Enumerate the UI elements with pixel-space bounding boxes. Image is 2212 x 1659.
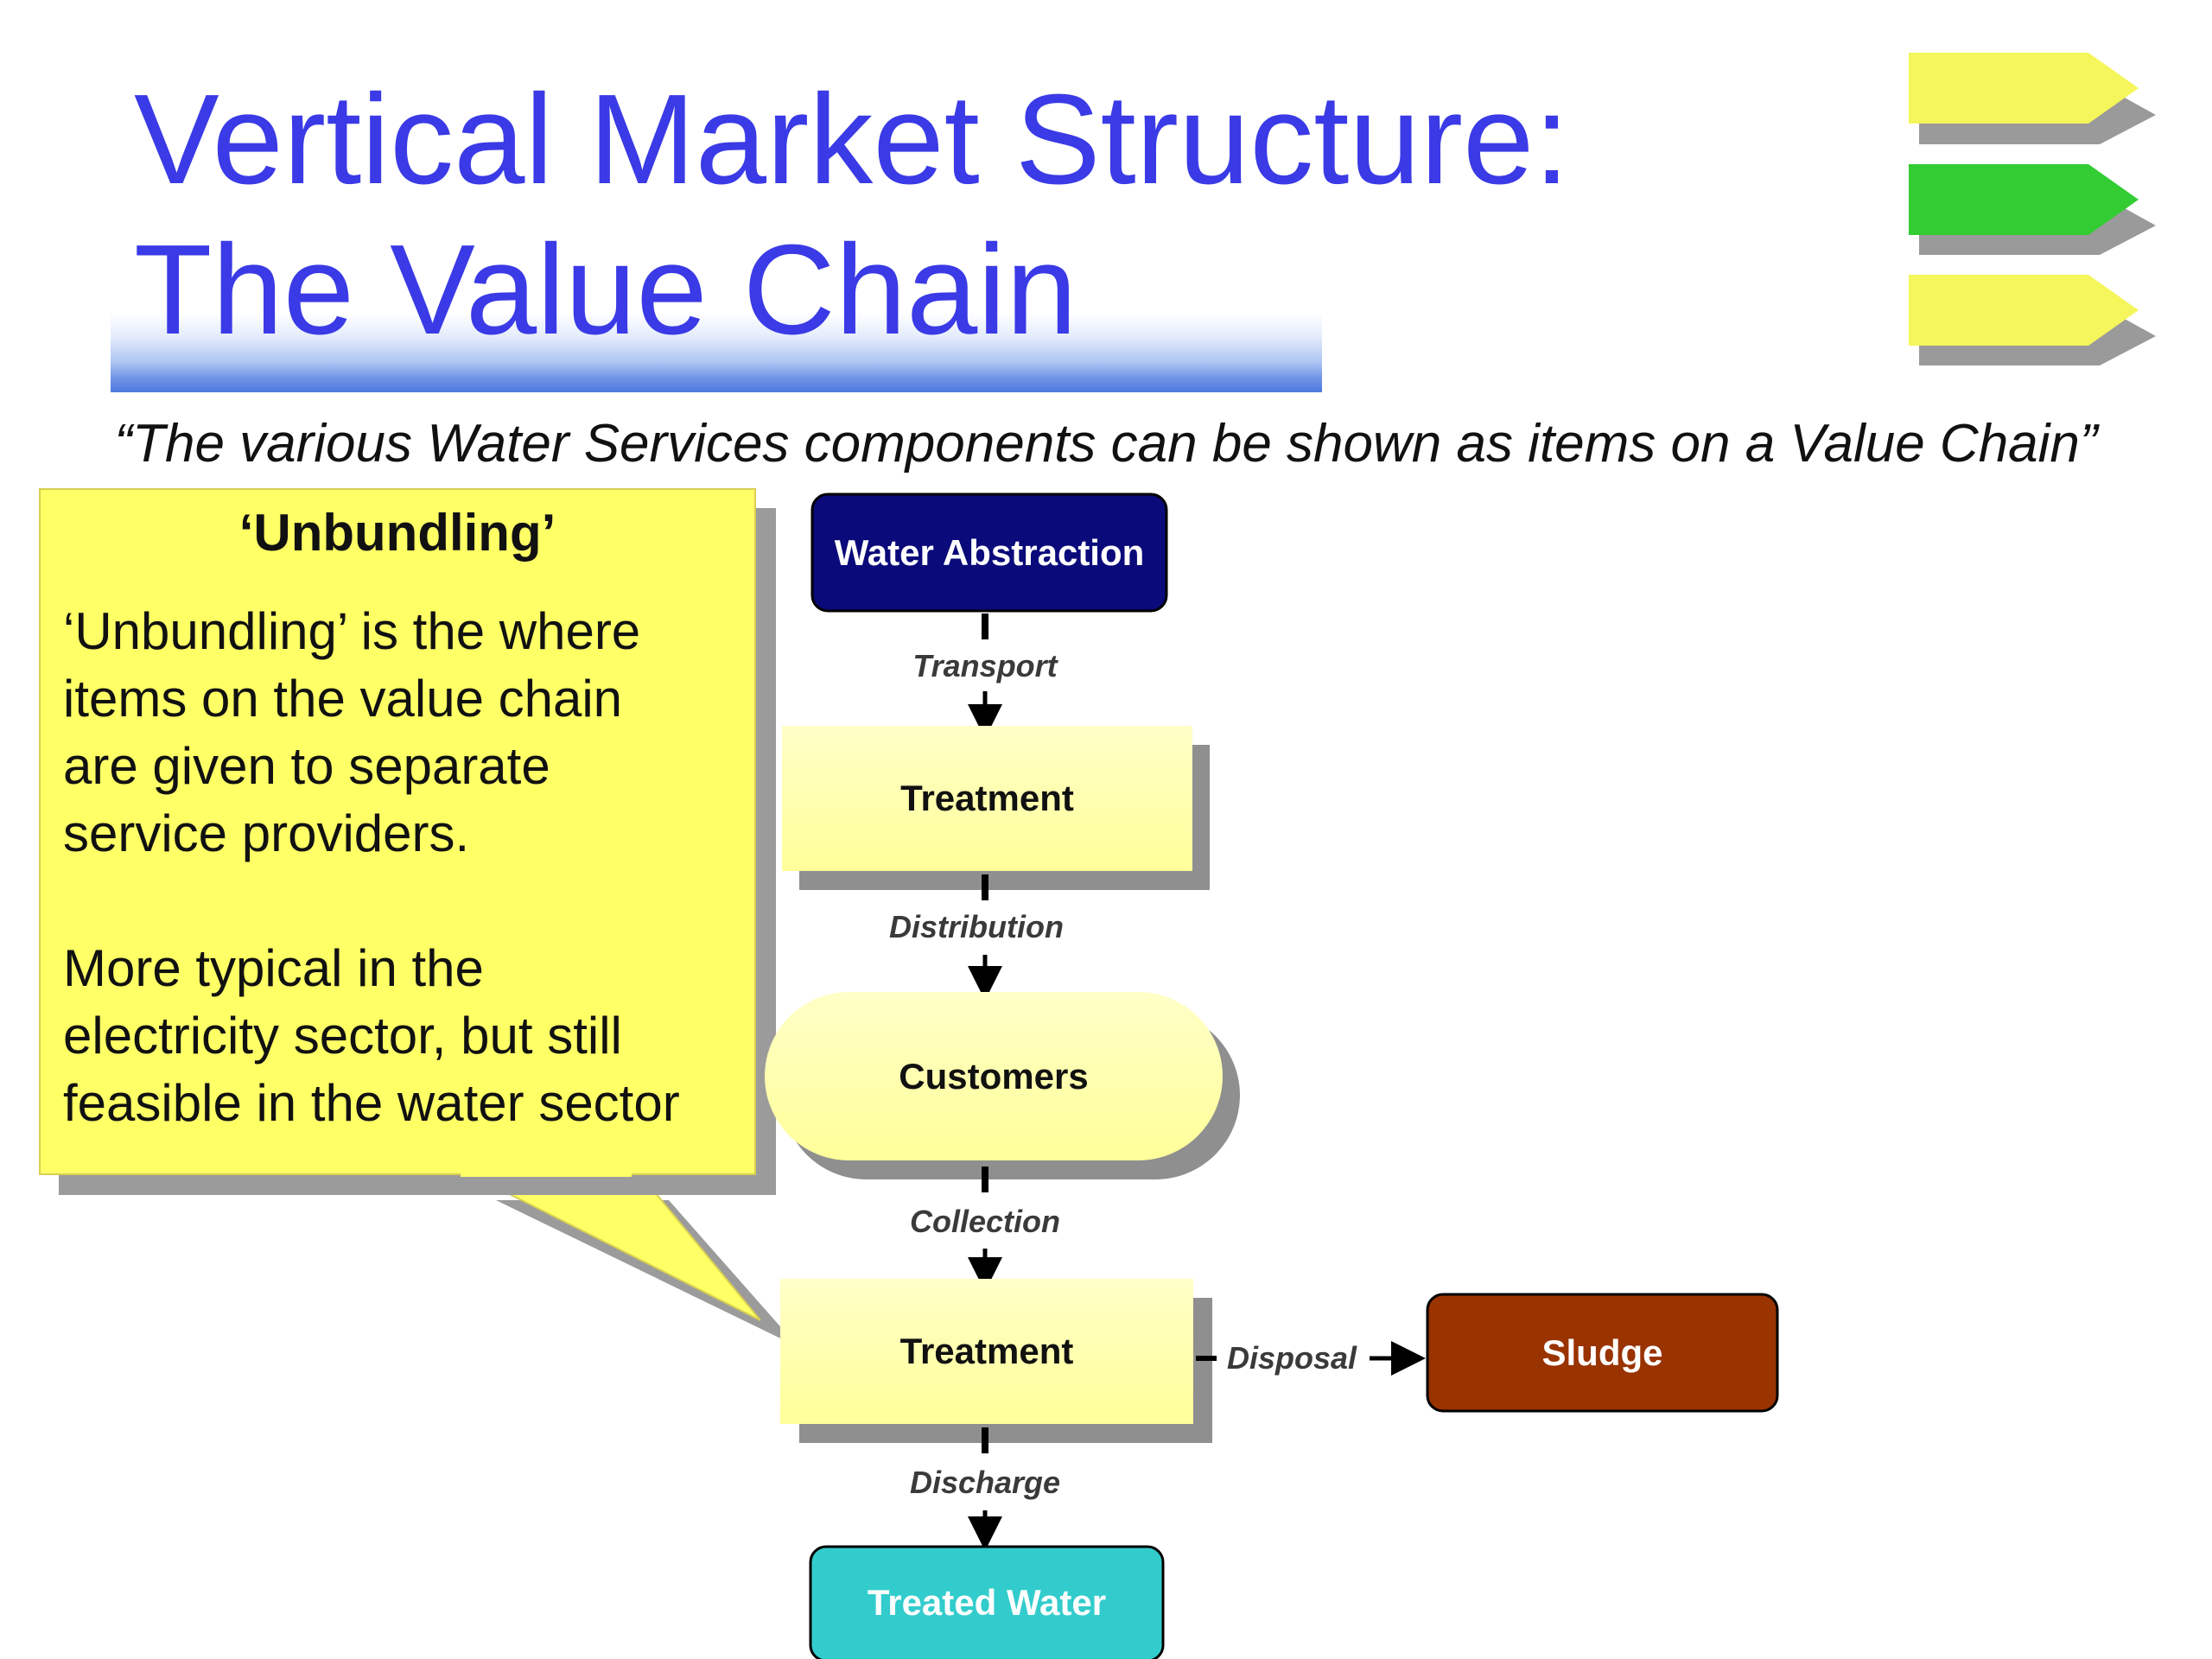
callout-heading: ‘Unbundling’ bbox=[238, 504, 556, 562]
collection-label: Collection bbox=[909, 1204, 1060, 1239]
sludge-label: Sludge bbox=[1541, 1332, 1663, 1373]
sludge-box bbox=[1426, 1293, 1779, 1413]
transport-label: Transport bbox=[912, 648, 1058, 683]
distribution-label: Distribution bbox=[889, 909, 1064, 944]
subtitle-quote: “The various Water Services components c… bbox=[114, 414, 2098, 474]
customers-box bbox=[765, 992, 1223, 1160]
water-abstraction-label: Water Abstraction bbox=[834, 531, 1145, 573]
yellow-arrow-bottom bbox=[1909, 275, 2139, 346]
customers-label: Customers bbox=[899, 1055, 1089, 1096]
treatment-1-box bbox=[782, 726, 1192, 871]
callout-box bbox=[39, 488, 756, 1175]
water-abstraction-box bbox=[810, 493, 1168, 613]
callout-text-line: are given to separate bbox=[63, 737, 550, 795]
yellow-arrow-top bbox=[1909, 53, 2139, 124]
discharge-label: Discharge bbox=[909, 1465, 1061, 1500]
disposal-label: Disposal bbox=[1226, 1340, 1357, 1376]
callout-text-line: feasible in the water sector bbox=[63, 1074, 680, 1132]
callout-tail-seam bbox=[461, 1163, 632, 1177]
treatment-2-box bbox=[780, 1279, 1193, 1424]
page-title-line-1: Vertical Market Structure: bbox=[134, 68, 1570, 211]
callout-text-line: More typical in the bbox=[63, 939, 484, 997]
callout-text-line: ‘Unbundling’ is the where bbox=[63, 602, 641, 660]
page-title-line-2: The Value Chain bbox=[134, 219, 1077, 361]
treated-water-box bbox=[809, 1545, 1165, 1659]
treatment-1-label: Treatment bbox=[900, 778, 1074, 818]
treatment-2-label: Treatment bbox=[899, 1331, 1074, 1371]
value-chain-arrows-icon bbox=[1909, 53, 2156, 365]
title-underline-gradient bbox=[111, 313, 1322, 392]
callout-text-line: electricity sector, but still bbox=[63, 1007, 622, 1065]
callout-text-line: service providers. bbox=[63, 804, 470, 862]
callout-text-line: items on the value chain bbox=[63, 670, 623, 728]
green-arrow-middle bbox=[1909, 164, 2139, 235]
treated-water-label: Treated Water bbox=[867, 1582, 1107, 1623]
